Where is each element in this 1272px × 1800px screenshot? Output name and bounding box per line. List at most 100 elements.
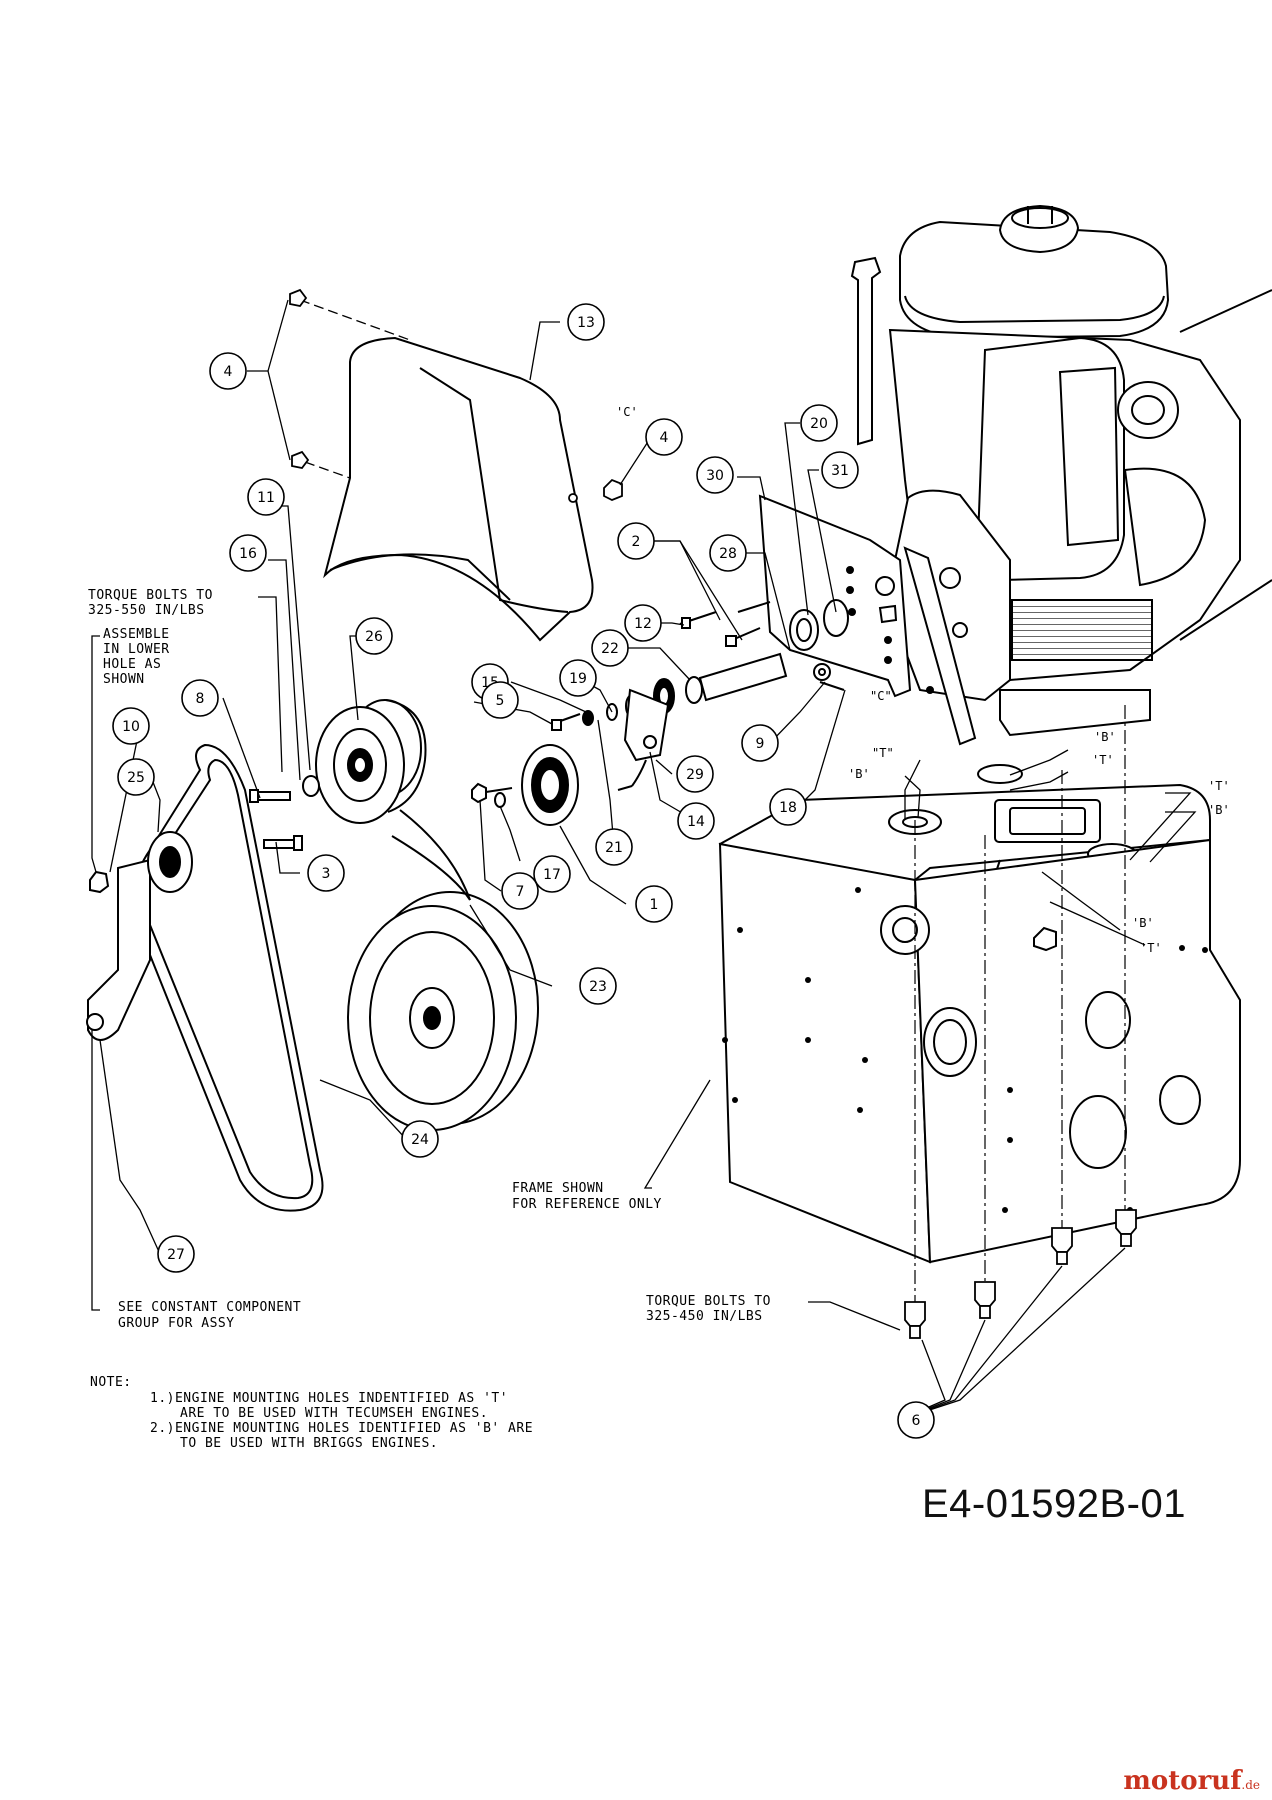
callout-circle [117, 758, 155, 796]
callout-circle [624, 604, 662, 642]
callout-circle [401, 1120, 439, 1158]
note-frame: FRAME SHOWN FOR REFERENCE ONLY [512, 1181, 662, 1212]
belt-cover [323, 336, 594, 642]
callout-number: 24 [411, 1132, 429, 1148]
note-torque-upper: TORQUE BOLTS TO 325-550 IN/LBS [88, 588, 213, 618]
callout-circle [229, 534, 267, 572]
callout-number: 4 [660, 430, 669, 446]
callout-number: 18 [779, 800, 797, 816]
ref-mark-t3: "T" [872, 746, 894, 760]
callout-circle [591, 629, 629, 667]
callout-14: 14 [677, 802, 715, 840]
frame [718, 764, 1241, 1264]
callout-number: 14 [687, 814, 705, 830]
callout-23: 23 [579, 967, 617, 1005]
callout-30: 30 [696, 456, 734, 494]
note-torque-upper-line2: 325-550 IN/LBS [88, 603, 205, 618]
callout-circle [112, 707, 150, 745]
note-assemble: ASSEMBLE IN LOWER HOLE AS SHOWN [103, 627, 170, 687]
callout-circle [645, 418, 683, 456]
drive-belt [133, 743, 324, 1212]
callout-number: 31 [831, 463, 849, 479]
callout-circle [709, 534, 747, 572]
footnote-line1: 1.)ENGINE MOUNTING HOLES INDENTIFIED AS … [150, 1391, 508, 1406]
callout-11: 11 [247, 478, 285, 516]
callout-circle [579, 967, 617, 1005]
callout-circle [501, 872, 539, 910]
note-assemble-line3: HOLE AS [103, 657, 161, 672]
callout-circle [247, 478, 285, 516]
callout-1: 1 [635, 885, 673, 923]
callout-circle [741, 724, 779, 762]
callout-number: 25 [127, 770, 145, 786]
callout-number: 7 [516, 884, 525, 900]
watermark-name: motoruf [1123, 1766, 1242, 1796]
callout-5: 5 [481, 681, 519, 719]
footnote-heading: NOTE: [90, 1375, 132, 1390]
watermark-tld: .de [1241, 1778, 1260, 1792]
footnote: NOTE: 1.)ENGINE MOUNTING HOLES INDENTIFI… [90, 1375, 533, 1451]
callout-number: 2 [632, 534, 641, 550]
callout-number: 6 [912, 1413, 921, 1429]
note-assemble-line2: IN LOWER [103, 642, 170, 657]
ref-mark-c-lower: "C" [870, 689, 892, 703]
cover-nuts [289, 288, 623, 503]
callout-21: 21 [595, 828, 633, 866]
callout-number: 4 [224, 364, 233, 380]
callout-circle [800, 404, 838, 442]
callout-20: 20 [800, 404, 838, 442]
callout-circle [617, 522, 655, 560]
callout-circle [181, 679, 219, 717]
callout-16: 16 [229, 534, 267, 572]
cover-leaders [299, 299, 411, 479]
shaft-assembly [471, 599, 898, 826]
callout-22: 22 [591, 629, 629, 667]
callout-circle [157, 1235, 195, 1273]
callout-circle [769, 788, 807, 826]
callout-number: 13 [577, 315, 595, 331]
callout-number: 8 [196, 691, 205, 707]
ref-mark-c-upper: 'C' [616, 405, 638, 419]
callout-circle [821, 451, 859, 489]
callout-number: 10 [122, 719, 140, 735]
callout-number: 29 [686, 767, 704, 783]
note-constant-line1: SEE CONSTANT COMPONENT [118, 1300, 301, 1315]
callout-number: 5 [496, 693, 505, 709]
ref-mark-b2: 'B' [1208, 803, 1230, 817]
callout-number: 26 [365, 629, 383, 645]
watermark-logo: motoruf.de [1123, 1766, 1260, 1796]
footnote-line3: 2.)ENGINE MOUNTING HOLES IDENTIFIED AS '… [150, 1421, 533, 1436]
note-torque-upper-line1: TORQUE BOLTS TO [88, 588, 213, 603]
callout-26: 26 [355, 617, 393, 655]
callout-18: 18 [769, 788, 807, 826]
callout-circle [595, 828, 633, 866]
callout-number: 16 [239, 546, 257, 562]
callout-number: 9 [756, 736, 765, 752]
callout-number: 19 [569, 671, 587, 687]
callout-8: 8 [181, 679, 219, 717]
alignment-lines [914, 705, 1126, 1312]
callout-number: 27 [167, 1247, 185, 1263]
note-constant-component: SEE CONSTANT COMPONENT GROUP FOR ASSY [118, 1300, 301, 1331]
note-torque-lower-line1: TORQUE BOLTS TO [646, 1294, 771, 1309]
callout-circle [559, 659, 597, 697]
callout-3: 3 [307, 854, 345, 892]
ref-mark-t1: 'T' [1092, 753, 1114, 767]
callout-27: 27 [157, 1235, 195, 1273]
callout-circle [676, 755, 714, 793]
callout-circle [355, 617, 393, 655]
callout-circle [307, 854, 345, 892]
callout-number: 21 [605, 840, 623, 856]
callout-circle [481, 681, 519, 719]
ref-mark-t2: 'T' [1208, 779, 1230, 793]
callout-31: 31 [821, 451, 859, 489]
callout-number: 1 [650, 897, 659, 913]
footnote-line2: ARE TO BE USED WITH TECUMSEH ENGINES. [180, 1406, 488, 1421]
callout-number: 12 [634, 616, 652, 632]
callout-number: 23 [589, 979, 607, 995]
callout-17: 17 [533, 855, 571, 893]
callout-circle [635, 885, 673, 923]
note-frame-line2: FOR REFERENCE ONLY [512, 1197, 662, 1212]
ref-mark-t4: 'T' [1140, 941, 1162, 955]
